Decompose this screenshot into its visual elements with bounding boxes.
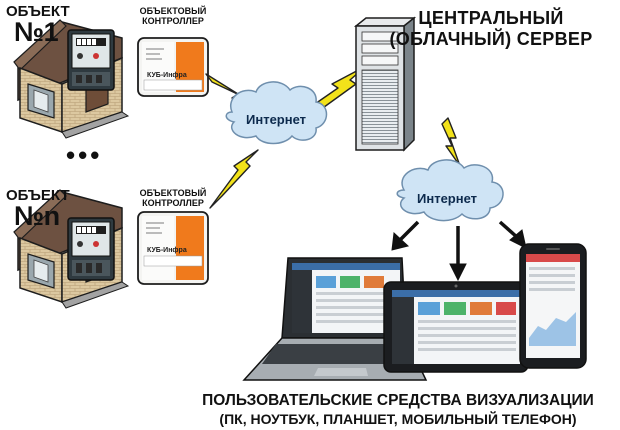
internet-cloud-left bbox=[225, 81, 328, 145]
ellipsis: ••• bbox=[66, 140, 103, 170]
controller-n-title-line2: КОНТРОЛЛЕР bbox=[142, 198, 204, 208]
user-devices-title-line2: (ПК, НОУТБУК, ПЛАНШЕТ, МОБИЛЬНЫЙ ТЕЛЕФОН… bbox=[219, 411, 577, 427]
arrow-to-phone bbox=[498, 220, 527, 249]
arrow-to-laptop bbox=[391, 220, 420, 251]
controller-1-title: ОБЪЕКТОВЫЙ КОНТРОЛЛЕР bbox=[134, 6, 212, 26]
lightning-icon bbox=[441, 117, 461, 167]
object-n-number: №n bbox=[14, 201, 60, 231]
laptop bbox=[242, 257, 428, 381]
server-title: ЦЕНТРАЛЬНЫЙ (ОБЛАЧНЫЙ) СЕРВЕР bbox=[376, 8, 606, 50]
controller-device-1 bbox=[137, 37, 209, 97]
user-devices-title-line1: ПОЛЬЗОВАТЕЛЬСКИЕ СРЕДСТВА ВИЗУАЛИЗАЦИИ bbox=[202, 392, 594, 409]
controller-1-title-line1: ОБЪЕКТОВЫЙ bbox=[139, 6, 207, 16]
internet-cloud-right bbox=[396, 159, 504, 222]
user-devices-title: ПОЛЬЗОВАТЕЛЬСКИЕ СРЕДСТВА ВИЗУАЛИЗАЦИИ (… bbox=[178, 391, 618, 429]
cloud-right-label: Интернет bbox=[417, 191, 478, 206]
tablet bbox=[383, 281, 529, 373]
object-1-title: ОБЪЕКТ bbox=[6, 3, 70, 20]
server-title-line2: (ОБЛАЧНЫЙ) СЕРВЕР bbox=[389, 29, 593, 49]
object-n-title: ОБЪЕКТ bbox=[6, 187, 70, 204]
server-tower bbox=[353, 16, 417, 152]
electricity-meter-n bbox=[67, 217, 115, 281]
object-1-number: №1 bbox=[14, 17, 59, 47]
controller-device-n bbox=[137, 211, 209, 285]
electricity-meter-1 bbox=[67, 29, 115, 91]
controller-n-brand: КУБ-Инфра bbox=[147, 247, 187, 254]
controller-1-brand: КУБ-Инфра bbox=[147, 72, 187, 79]
controller-1-title-line2: КОНТРОЛЛЕР bbox=[142, 16, 204, 26]
server-title-line1: ЦЕНТРАЛЬНЫЙ bbox=[418, 8, 564, 28]
cloud-left-label: Интернет bbox=[246, 112, 307, 127]
mobile-phone bbox=[519, 243, 587, 369]
controller-n-title: ОБЪЕКТОВЫЙ КОНТРОЛЛЕР bbox=[134, 188, 212, 208]
lightning-icon bbox=[209, 149, 259, 209]
controller-n-title-line1: ОБЪЕКТОВЫЙ bbox=[139, 188, 207, 198]
arrow-to-tablet bbox=[449, 226, 467, 282]
